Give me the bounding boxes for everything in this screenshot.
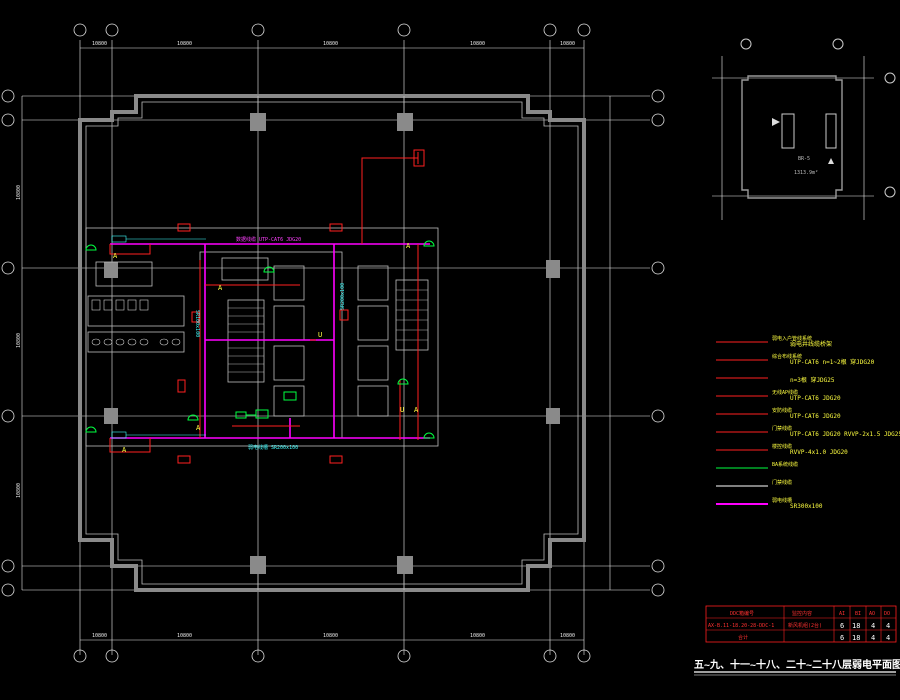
table-header-content: 监控内容 — [792, 610, 812, 617]
table-row2-ddc: 合计 — [738, 634, 748, 641]
ddc-table: DDC箱编号 监控内容 AI BI AO DO AX-B.11-18.20-28… — [705, 605, 897, 643]
legend-label-3: 无线AP线缆 — [772, 389, 798, 396]
legend-spec-0: 弱电井线缆桥架 — [790, 340, 832, 348]
tray-label-top: 数据线缆 UTP-CAT6 JDG20 — [236, 236, 301, 243]
bottom-dim-4: 10800 — [470, 633, 485, 639]
top-dim-4: 10800 — [470, 41, 485, 47]
tray-labels: 数据线缆 UTP-CAT6 JDG20 弱电线槽 SR200x100 SR100… — [194, 236, 346, 451]
table-row1-ao: 4 — [871, 622, 875, 630]
legend-label-9: 弱电线槽 — [772, 497, 792, 504]
left-dimensions: 10800 10800 10800 — [16, 185, 22, 498]
table-row1-do: 4 — [886, 622, 890, 630]
top-dim-3: 10800 — [323, 41, 338, 47]
core-walls — [85, 227, 439, 447]
legend-spec-3: UTP-CAT6 JDG20 — [790, 395, 841, 402]
legend-label-5: 门禁线缆 — [772, 425, 792, 432]
table-header-do: DO — [884, 611, 890, 617]
bottom-dim-5: 10800 — [560, 633, 575, 639]
svg-text:A: A — [218, 284, 223, 292]
left-dim-2: 10800 — [16, 333, 22, 348]
legend-label-0: 弱电入户管线系统 — [772, 335, 812, 342]
top-dim-2: 10800 — [177, 41, 192, 47]
table-header-ao: AO — [869, 611, 875, 617]
table-header-ai: AI — [839, 611, 845, 617]
table-row1-ddc: AX-B.11-18.20-28-DDC-1 — [708, 623, 774, 629]
green-devices — [85, 240, 435, 439]
table-row2-bi: 18 — [852, 634, 860, 642]
panels — [177, 149, 425, 464]
table-row2-do: 4 — [886, 634, 890, 642]
svg-text:U: U — [318, 331, 322, 339]
cable-trays — [110, 243, 430, 439]
svg-text:A: A — [196, 424, 201, 432]
legend-spec-6: RVVP-4x1.0 JDG20 — [790, 449, 848, 456]
legend-label-7: BA系统线缆 — [772, 461, 798, 468]
top-dim-5: 10800 — [560, 41, 575, 47]
riser-label-left: SR100x100 — [194, 310, 200, 337]
legend-spec-1: UTP-CAT6 n=1~2根 穿JDG20 — [790, 358, 875, 366]
table-row1-bi: 18 — [852, 622, 860, 630]
structural-columns — [104, 113, 560, 574]
axis-grid — [21, 40, 650, 655]
svg-text:A: A — [414, 406, 419, 414]
drawing-title: 五~九、十一~十八、二十~二十八层弱电平面图1:100 — [694, 658, 900, 671]
tray-label-bottom: 弱电线槽 SR200x100 — [248, 444, 298, 451]
top-dim-1: 10800 — [92, 41, 107, 47]
table-row1-ai: 6 — [840, 622, 844, 630]
legend-spec-5: UTP-CAT6 JDG20 RVVP-2x1.5 JDG25 — [790, 431, 900, 438]
left-dim-3: 10800 — [16, 483, 22, 498]
table-row2-ai: 6 — [840, 634, 844, 642]
legend-label-1: 综合布线系统 — [772, 353, 802, 360]
legend-spec-9: SR300x100 — [790, 503, 823, 510]
bottom-dim-2: 10800 — [177, 633, 192, 639]
table-row2-ao: 4 — [871, 634, 875, 642]
table-header-ddc: DDC箱编号 — [730, 610, 754, 617]
svg-text:A: A — [122, 446, 127, 454]
bottom-dim-3: 10800 — [323, 633, 338, 639]
left-dim-1: 10800 — [16, 185, 22, 200]
svg-text:A: A — [113, 252, 118, 260]
riser-label-right: SR200x100 — [340, 283, 346, 310]
legend-spec-4: UTP-CAT6 JDG20 — [790, 413, 841, 420]
cyan-labels — [111, 235, 206, 439]
top-dimensions: 10800 10800 10800 10800 10800 — [92, 41, 575, 47]
drawing-title-block: 五~九、十一~十八、二十~二十八层弱电平面图1:100 — [694, 658, 900, 676]
key-plan-room-label: BR-5 — [798, 156, 810, 162]
legend-label-8: 门禁线缆 — [772, 479, 792, 486]
red-circuits — [109, 152, 419, 453]
legend-spec-2: n=3根 穿JDG25 — [790, 376, 835, 384]
device-letters: A A U A U A A A — [113, 242, 419, 454]
table-row1-content: 新风机组(2台) — [788, 622, 822, 629]
axis-bubbles — [1, 23, 665, 663]
svg-text:A: A — [406, 242, 411, 250]
svg-text:U: U — [400, 406, 404, 414]
legend-label-4: 安防线缆 — [772, 407, 792, 414]
key-plan-area: 1313.9m² — [794, 170, 818, 176]
bottom-dimensions: 10800 10800 10800 10800 10800 — [92, 633, 575, 639]
table-header-bi: BI — [855, 611, 861, 617]
legend-label-6: 楼控线缆 — [772, 443, 792, 450]
key-plan: BR-5 1313.9m² — [712, 38, 896, 220]
bottom-dim-1: 10800 — [92, 633, 107, 639]
building-walls — [78, 94, 586, 592]
